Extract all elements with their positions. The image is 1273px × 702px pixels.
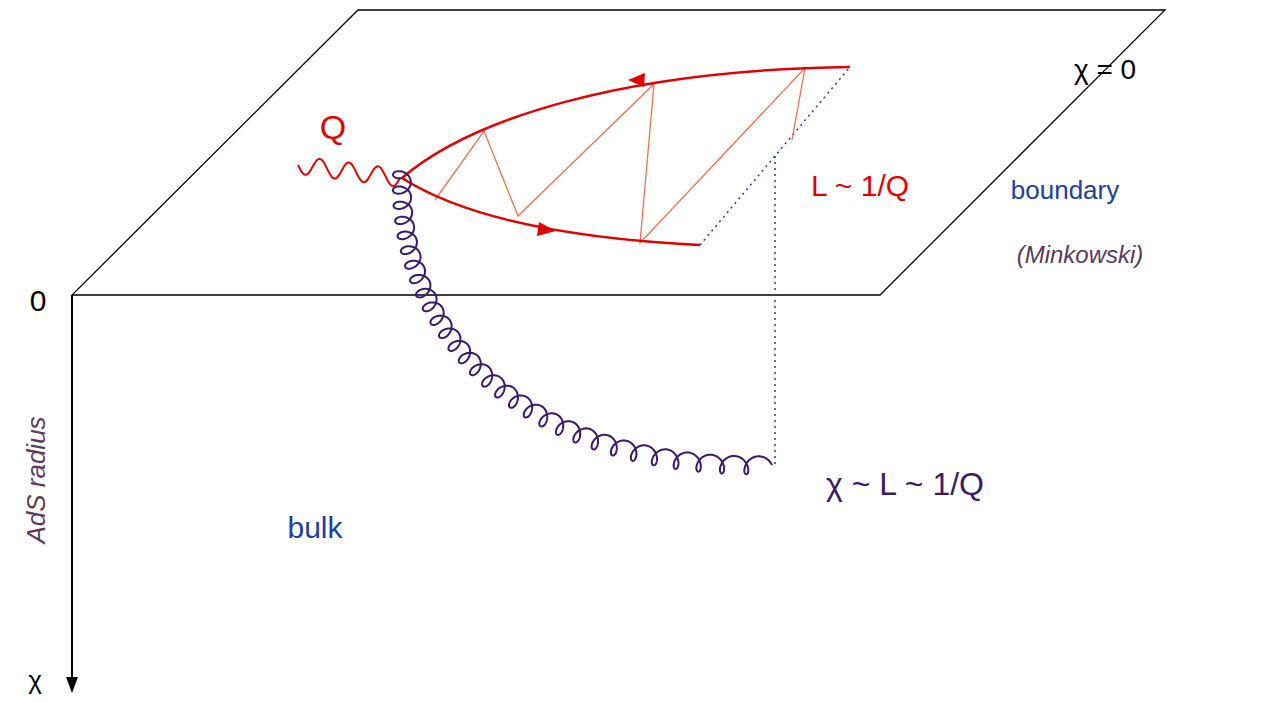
depth-label: χ ~ L ~ 1/Q — [826, 467, 984, 502]
photon-line — [298, 159, 400, 186]
boundary-plane — [72, 10, 1165, 295]
axis-title: AdS radius — [22, 416, 51, 543]
region-note: (Minkowski) — [1017, 242, 1144, 268]
axis-label: χ — [28, 666, 42, 695]
region-label: bulk — [287, 511, 342, 544]
boundary-condition: χ = 0 — [1074, 55, 1136, 86]
region-label: boundary — [1011, 176, 1119, 205]
ads-axis — [66, 295, 78, 693]
gluon-line — [393, 171, 772, 474]
string-zigzag — [435, 68, 805, 243]
axis-origin: 0 — [30, 284, 47, 317]
quark-arrows — [537, 73, 645, 236]
momentum-label: Q — [320, 109, 346, 146]
size-label: L ~ 1/Q — [811, 169, 909, 202]
dotted-guides — [700, 67, 850, 465]
quark-lines — [402, 67, 850, 245]
